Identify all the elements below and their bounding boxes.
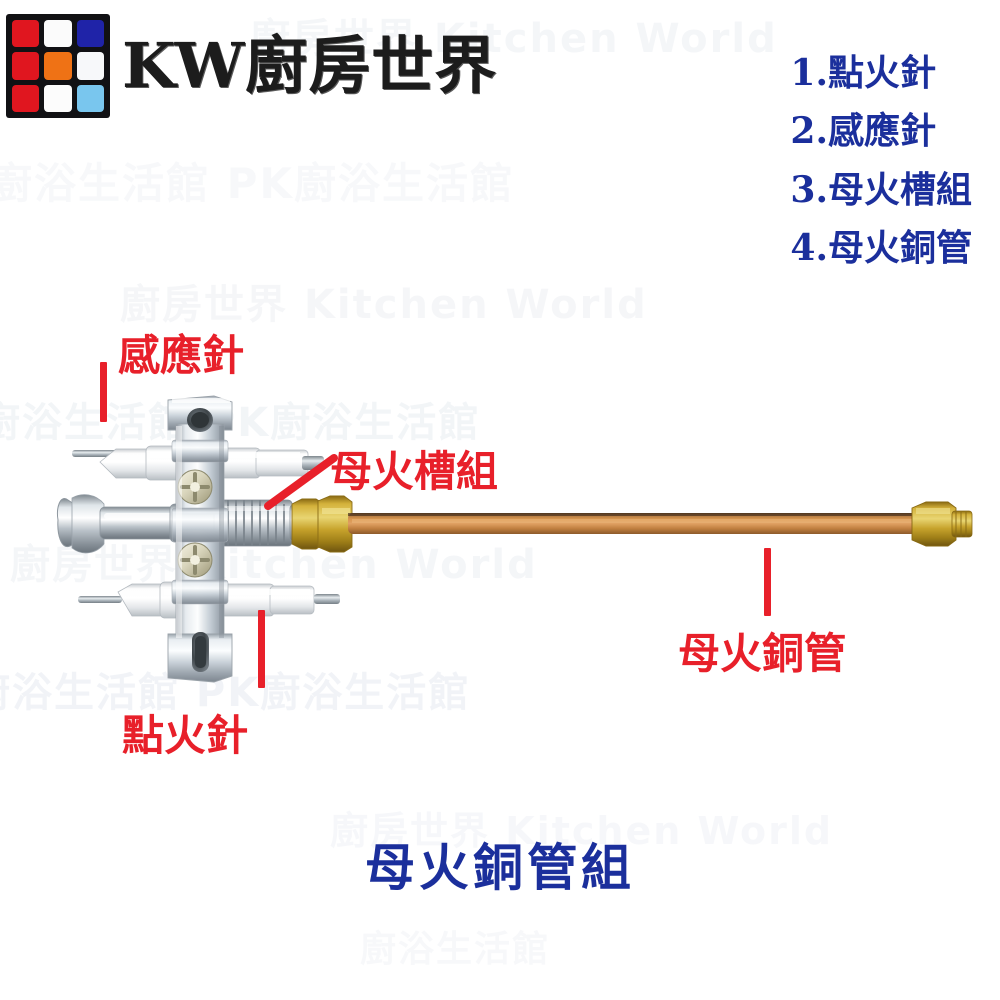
parts-list-number: 1. [790, 52, 828, 94]
brand-logo: KW廚房世界 [6, 14, 497, 118]
parts-list-number: 3. [790, 168, 828, 211]
annotation-ignition-pin: 點火針 [122, 711, 249, 760]
cube-cell [44, 84, 72, 112]
mounting-hole [187, 408, 213, 432]
pointer-line-copper-tube [764, 548, 771, 616]
parts-list-label: 點火針 [827, 52, 936, 94]
annotation-pilot-assembly: 母火槽組 [330, 447, 499, 496]
parts-list-item: 2.感應針 [790, 102, 972, 160]
cube-cell [76, 20, 104, 48]
parts-list-label: 感應針 [827, 110, 936, 153]
cross-screw [177, 542, 213, 578]
cube-cell [76, 84, 104, 112]
cube-cell [44, 52, 72, 80]
mounting-slot [192, 632, 209, 672]
watermark-text: 廚浴生活館 PK廚浴生活館 [0, 159, 514, 208]
brass-flare-fitting [911, 501, 973, 547]
copper-tube [348, 513, 918, 534]
parts-list-number: 4. [790, 226, 828, 269]
cross-screw [177, 469, 213, 505]
ignition-electrode [78, 581, 340, 619]
watermark-text: 廚浴生活館 [360, 929, 551, 970]
brand-name: KW廚房世界 [122, 29, 498, 102]
pointer-line-sensor-pin [100, 362, 107, 422]
pilot-burner-head [57, 494, 217, 554]
annotation-copper-tube: 母火銅管 [678, 629, 847, 678]
parts-list-item: 4.母火銅管 [790, 219, 972, 277]
pointer-line-ignition-pin [258, 610, 265, 688]
parts-list-item: 3.母火槽組 [790, 161, 972, 219]
pointer-line-pilot-assembly [264, 454, 338, 510]
annotation-sensor-pin: 感應針 [118, 331, 245, 380]
cube-cell [12, 52, 40, 80]
cube-cell [12, 84, 40, 112]
watermark-text: 廚房世界 Kitchen World [10, 542, 538, 588]
galvanized-bracket [167, 395, 233, 683]
parts-list: 1.點火針 2.感應針 3.母火槽組 4.母火銅管 [790, 44, 972, 277]
parts-list-number: 2. [790, 110, 828, 153]
parts-list-label: 母火銅管 [827, 226, 972, 269]
rubiks-cube-grid-icon [6, 14, 110, 118]
parts-list-item: 1.點火針 [790, 44, 972, 102]
cube-cell [44, 20, 72, 48]
product-caption: 母火銅管組 [365, 838, 635, 897]
cube-cell [12, 20, 40, 48]
parts-list-label: 母火槽組 [827, 168, 972, 211]
cube-cell [76, 52, 104, 80]
